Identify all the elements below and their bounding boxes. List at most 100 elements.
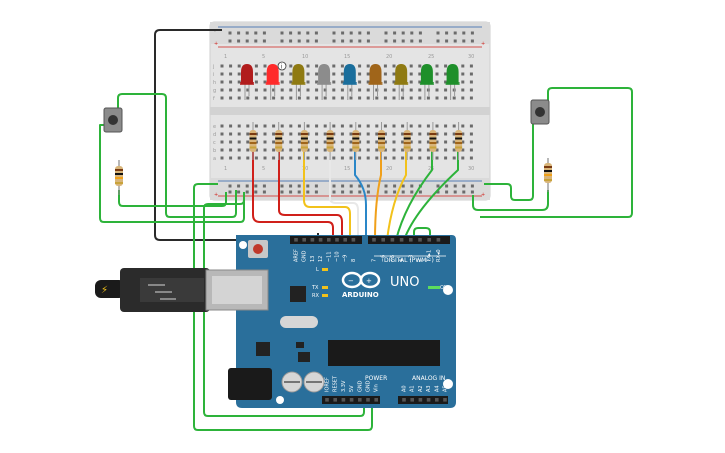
breadboard-hole[interactable] (366, 156, 370, 160)
breadboard-hole[interactable] (272, 156, 276, 160)
breadboard-hole[interactable] (435, 72, 439, 76)
breadboard-hole[interactable] (220, 88, 224, 92)
wire-green-right-btn[interactable] (480, 87, 633, 218)
breadboard-hole[interactable] (289, 124, 293, 128)
breadboard-hole[interactable] (263, 132, 267, 136)
breadboard-hole[interactable] (409, 156, 413, 160)
led-resistors[interactable] (249, 122, 463, 160)
rail-hole[interactable] (418, 31, 422, 35)
rail-hole[interactable] (366, 39, 370, 43)
breadboard-hole[interactable] (375, 156, 379, 160)
breadboard-hole[interactable] (263, 156, 267, 160)
breadboard-hole[interactable] (306, 96, 310, 100)
breadboard-hole[interactable] (340, 96, 344, 100)
breadboard-hole[interactable] (315, 124, 319, 128)
rail-hole[interactable] (384, 39, 388, 43)
led-row[interactable] (240, 64, 460, 100)
rail-hole[interactable] (470, 184, 474, 188)
breadboard-hole[interactable] (452, 148, 456, 152)
rail-hole[interactable] (297, 39, 301, 43)
breadboard-hole[interactable] (375, 96, 379, 100)
rail-hole[interactable] (410, 31, 414, 35)
breadboard-hole[interactable] (409, 88, 413, 92)
breadboard-hole[interactable] (435, 96, 439, 100)
breadboard-hole[interactable] (444, 72, 448, 76)
breadboard-hole[interactable] (254, 80, 258, 84)
header-pin[interactable] (435, 398, 439, 402)
breadboard-hole[interactable] (383, 96, 387, 100)
breadboard-hole[interactable] (263, 140, 267, 144)
breadboard-hole[interactable] (237, 148, 241, 152)
breadboard-hole[interactable] (392, 72, 396, 76)
breadboard-hole[interactable] (272, 148, 276, 152)
rail-hole[interactable] (462, 31, 466, 35)
power-jack[interactable] (228, 368, 272, 400)
breadboard-hole[interactable] (306, 64, 310, 68)
rail-hole[interactable] (341, 31, 345, 35)
rail-hole[interactable] (436, 39, 440, 43)
breadboard-hole[interactable] (366, 72, 370, 76)
breadboard-hole[interactable] (254, 96, 258, 100)
breadboard-hole[interactable] (229, 64, 233, 68)
rail-hole[interactable] (341, 39, 345, 43)
breadboard-hole[interactable] (452, 124, 456, 128)
breadboard-hole[interactable] (358, 132, 362, 136)
breadboard-hole[interactable] (392, 124, 396, 128)
rail-hole[interactable] (349, 184, 353, 188)
breadboard-hole[interactable] (229, 72, 233, 76)
breadboard-hole[interactable] (435, 140, 439, 144)
breadboard-hole[interactable] (452, 96, 456, 100)
breadboard-hole[interactable] (383, 140, 387, 144)
breadboard-hole[interactable] (315, 156, 319, 160)
breadboard-hole[interactable] (426, 156, 430, 160)
breadboard-hole[interactable] (418, 96, 422, 100)
rail-hole[interactable] (245, 31, 249, 35)
wire-green-gnd-power[interactable] (193, 183, 373, 431)
rail-hole[interactable] (332, 31, 336, 35)
breadboard-hole[interactable] (289, 64, 293, 68)
rail-hole[interactable] (332, 184, 336, 188)
breadboard-hole[interactable] (375, 148, 379, 152)
breadboard-hole[interactable] (444, 148, 448, 152)
breadboard-hole[interactable] (401, 140, 405, 144)
digital-header-pins[interactable] (294, 238, 441, 242)
breadboard-hole[interactable] (297, 140, 301, 144)
breadboard-hole[interactable] (332, 156, 336, 160)
breadboard-hole[interactable] (237, 64, 241, 68)
breadboard-hole[interactable] (358, 72, 362, 76)
rail-hole[interactable] (228, 190, 232, 194)
breadboard-hole[interactable] (435, 80, 439, 84)
rail-hole[interactable] (453, 184, 457, 188)
led[interactable] (240, 64, 254, 100)
header-pin[interactable] (349, 398, 354, 402)
breadboard-hole[interactable] (366, 140, 370, 144)
wire-green-led-1[interactable] (395, 150, 433, 241)
rail-hole[interactable] (280, 31, 284, 35)
breadboard-hole[interactable] (306, 124, 310, 128)
breadboard-hole[interactable] (297, 148, 301, 152)
breadboard-hole[interactable] (297, 124, 301, 128)
breadboard-hole[interactable] (263, 88, 267, 92)
breadboard-hole[interactable] (383, 64, 387, 68)
breadboard-hole[interactable] (280, 156, 284, 160)
power-analog-header-pins[interactable] (325, 398, 447, 402)
rail-hole[interactable] (453, 39, 457, 43)
wire-green-led-2[interactable] (403, 150, 459, 241)
breadboard-hole[interactable] (272, 88, 276, 92)
breadboard-hole[interactable] (375, 124, 379, 128)
breadboard-hole[interactable] (461, 80, 465, 84)
breadboard-hole[interactable] (289, 96, 293, 100)
header-pin[interactable] (399, 238, 404, 242)
breadboard-hole[interactable] (340, 148, 344, 152)
header-pin[interactable] (325, 398, 329, 402)
breadboard-hole[interactable] (418, 64, 422, 68)
breadboard-hole[interactable] (323, 124, 327, 128)
rail-hole[interactable] (393, 190, 397, 194)
wires[interactable] (99, 29, 633, 431)
rail-hole[interactable] (462, 190, 466, 194)
breadboard-hole[interactable] (297, 132, 301, 136)
breadboard-hole[interactable] (366, 132, 370, 136)
breadboard-hole[interactable] (358, 64, 362, 68)
breadboard-hole[interactable] (383, 72, 387, 76)
breadboard-hole[interactable] (469, 132, 473, 136)
